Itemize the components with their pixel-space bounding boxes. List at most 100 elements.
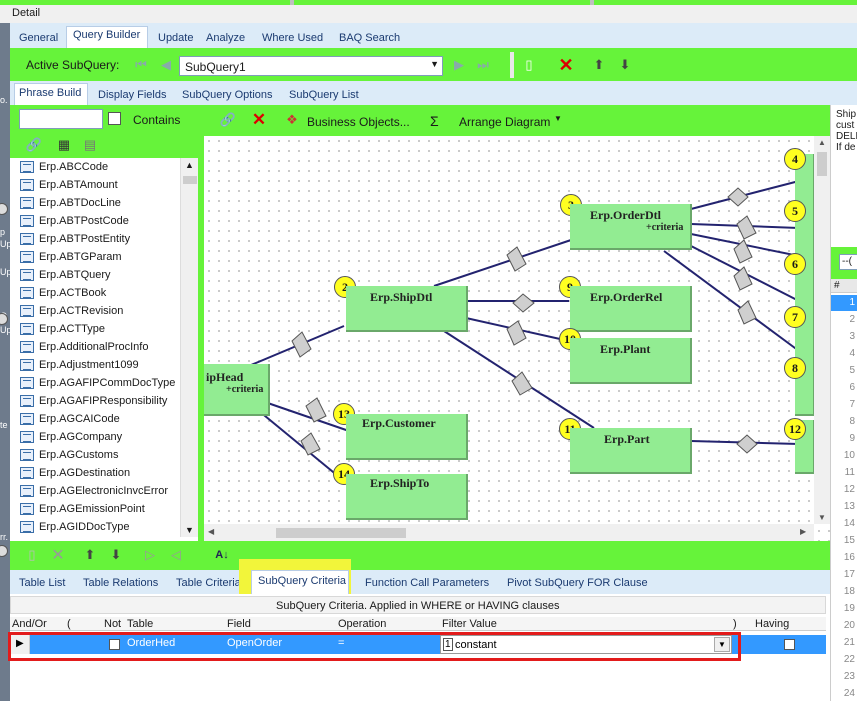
- sigma-button[interactable]: Σ: [430, 113, 439, 129]
- table-list-item[interactable]: Erp.ACTType: [20, 320, 105, 338]
- delete-icon[interactable]: ✕: [51, 547, 65, 564]
- next-record-icon[interactable]: ▶: [454, 57, 464, 72]
- tab-baq-search[interactable]: BAQ Search: [339, 32, 401, 44]
- diagram-node-orderdtl[interactable]: Erp.OrderDtl +criteria: [570, 204, 692, 250]
- canvas-vscroll[interactable]: ▲ ▼: [814, 136, 830, 524]
- filter-box[interactable]: --(: [839, 254, 857, 270]
- business-objects-icon[interactable]: ❖: [286, 112, 298, 127]
- scroll-down-icon[interactable]: ▼: [818, 513, 826, 522]
- subquery-select[interactable]: SubQuery1 ▼: [179, 56, 443, 76]
- table-list-item[interactable]: Erp.AGElectronicInvcError: [20, 482, 168, 500]
- move-down-icon[interactable]: ⬇: [619, 57, 631, 72]
- tab-analyze[interactable]: Analyze: [206, 32, 246, 44]
- tab-query-builder[interactable]: Query Builder: [73, 29, 141, 41]
- tab-display-fields[interactable]: Display Fields: [98, 89, 167, 101]
- scroll-up-icon[interactable]: ▲: [185, 160, 194, 170]
- col-table[interactable]: Table: [127, 618, 154, 630]
- diagram-canvas[interactable]: ipHead +criteria 2 Erp.ShipDtl 3 Erp.Ord…: [204, 136, 830, 541]
- side-circle-icon[interactable]: [0, 545, 8, 557]
- move-up-icon[interactable]: ⬆: [84, 547, 96, 562]
- table-list-item[interactable]: Erp.ABTPostCode: [20, 212, 129, 230]
- link-icon[interactable]: 🔗: [219, 112, 237, 127]
- scroll-left-icon[interactable]: ◀: [208, 527, 215, 536]
- col-having[interactable]: Having: [755, 618, 790, 630]
- col-open-paren[interactable]: (: [67, 618, 71, 630]
- table-list-item[interactable]: Erp.ACTRevision: [20, 302, 123, 320]
- table-list-item[interactable]: Erp.AGCAICode: [20, 410, 120, 428]
- tab-subquery-options[interactable]: SubQuery Options: [182, 89, 273, 101]
- delete-icon[interactable]: ✕: [251, 110, 267, 129]
- move-down-icon[interactable]: ⬇: [110, 547, 122, 562]
- new-document-icon[interactable]: ▯: [525, 57, 533, 72]
- diagram-node-shipdtl[interactable]: Erp.ShipDtl: [346, 286, 468, 332]
- tab-function-call-parameters[interactable]: Function Call Parameters: [365, 577, 490, 589]
- diagram-node-orderrel[interactable]: Erp.OrderRel: [570, 286, 692, 332]
- filter-value-combo[interactable]: 1 constant ▼: [440, 635, 732, 654]
- table-list-item[interactable]: Erp.ABTPostEntity: [20, 230, 130, 248]
- tab-table-relations[interactable]: Table Relations: [83, 577, 159, 589]
- chevron-down-icon[interactable]: ▼: [554, 114, 562, 123]
- tab-pivot-subquery[interactable]: Pivot SubQuery FOR Clause: [507, 577, 648, 589]
- table-list-scrollbar[interactable]: ▲ ▼: [180, 158, 198, 537]
- scroll-thumb[interactable]: [183, 176, 197, 184]
- scroll-thumb[interactable]: [276, 528, 406, 538]
- chevron-down-icon[interactable]: ▼: [714, 637, 730, 652]
- scroll-thumb[interactable]: [817, 152, 827, 176]
- tab-general[interactable]: General: [19, 32, 59, 44]
- first-record-icon[interactable]: ⏮: [135, 57, 147, 72]
- row-selector[interactable]: ▶: [10, 635, 30, 654]
- table-list-item[interactable]: Erp.AGIDDocType: [20, 518, 129, 536]
- col-operation[interactable]: Operation: [338, 618, 387, 630]
- table-list-item[interactable]: Erp.ABCCode: [20, 158, 108, 176]
- canvas-hscroll[interactable]: ◀ ▶: [204, 524, 814, 541]
- tab-update[interactable]: Update: [158, 32, 194, 44]
- arrange-diagram-button[interactable]: Arrange Diagram: [459, 115, 551, 129]
- table-list-item[interactable]: Erp.ABTAmount: [20, 176, 118, 194]
- side-circle-icon[interactable]: [0, 203, 8, 215]
- diagram-node-customer[interactable]: Erp.Customer: [346, 414, 468, 460]
- print-icon[interactable]: ▤: [83, 137, 97, 152]
- indent-right-icon[interactable]: ▷: [145, 547, 155, 562]
- col-and-or[interactable]: And/Or: [12, 618, 47, 630]
- tab-subquery-criteria[interactable]: SubQuery Criteria: [258, 575, 347, 587]
- scroll-down-icon[interactable]: ▼: [185, 525, 194, 535]
- tab-table-list[interactable]: Table List: [19, 577, 66, 589]
- col-filter-value[interactable]: Filter Value: [442, 618, 497, 630]
- having-checkbox[interactable]: [784, 639, 795, 650]
- scroll-right-icon[interactable]: ▶: [800, 527, 807, 536]
- not-checkbox[interactable]: [109, 639, 120, 650]
- table-list-item[interactable]: Erp.ACTBook: [20, 284, 106, 302]
- new-document-icon[interactable]: ▯: [28, 547, 36, 562]
- table-search-input[interactable]: [19, 109, 103, 129]
- table-list-item[interactable]: Erp.Adjustment1099: [20, 356, 139, 374]
- diagram-node-shipto[interactable]: Erp.ShipTo: [346, 474, 468, 520]
- indent-left-icon[interactable]: ◁: [171, 547, 181, 562]
- business-objects-button[interactable]: Business Objects...: [307, 115, 410, 129]
- diagram-node-plant[interactable]: Erp.Plant: [570, 338, 692, 384]
- table-list-item[interactable]: Erp.ABTGParam: [20, 248, 122, 266]
- delete-icon[interactable]: ✕: [558, 54, 574, 75]
- table-list-item[interactable]: Erp.AdditionalProcInfo: [20, 338, 148, 356]
- table-list-item[interactable]: Erp.ABTQuery: [20, 266, 111, 284]
- col-close-paren[interactable]: ): [733, 618, 737, 630]
- move-up-icon[interactable]: ⬆: [593, 57, 605, 72]
- tab-subquery-list[interactable]: SubQuery List: [289, 89, 359, 101]
- table-list-item[interactable]: Erp.AGCustoms: [20, 446, 118, 464]
- criteria-row[interactable]: ▶ OrderHed OpenOrder = 1 constant ▼: [10, 635, 826, 654]
- sort-az-icon[interactable]: A↓: [215, 549, 229, 561]
- diagram-node-part[interactable]: Erp.Part: [570, 428, 692, 474]
- tab-phrase-build[interactable]: Phrase Build: [19, 87, 82, 99]
- table-list-item[interactable]: Erp.AGAFIPResponsibility: [20, 392, 167, 410]
- col-field[interactable]: Field: [227, 618, 251, 630]
- prev-record-icon[interactable]: ◀: [161, 57, 171, 72]
- scroll-up-icon[interactable]: ▲: [818, 138, 826, 147]
- grid-icon[interactable]: ▦: [57, 137, 71, 152]
- table-list-item[interactable]: Erp.AGDestination: [20, 464, 130, 482]
- link-icon[interactable]: 🔗: [25, 137, 43, 152]
- table-list-item[interactable]: Erp.AGCompany: [20, 428, 122, 446]
- chevron-down-icon[interactable]: ▼: [430, 59, 439, 69]
- tab-where-used[interactable]: Where Used: [262, 32, 324, 44]
- last-record-icon[interactable]: ⏭: [477, 57, 489, 72]
- diagram-node-shiphead[interactable]: ipHead +criteria: [204, 364, 270, 416]
- tab-table-criteria[interactable]: Table Criteria: [176, 577, 241, 589]
